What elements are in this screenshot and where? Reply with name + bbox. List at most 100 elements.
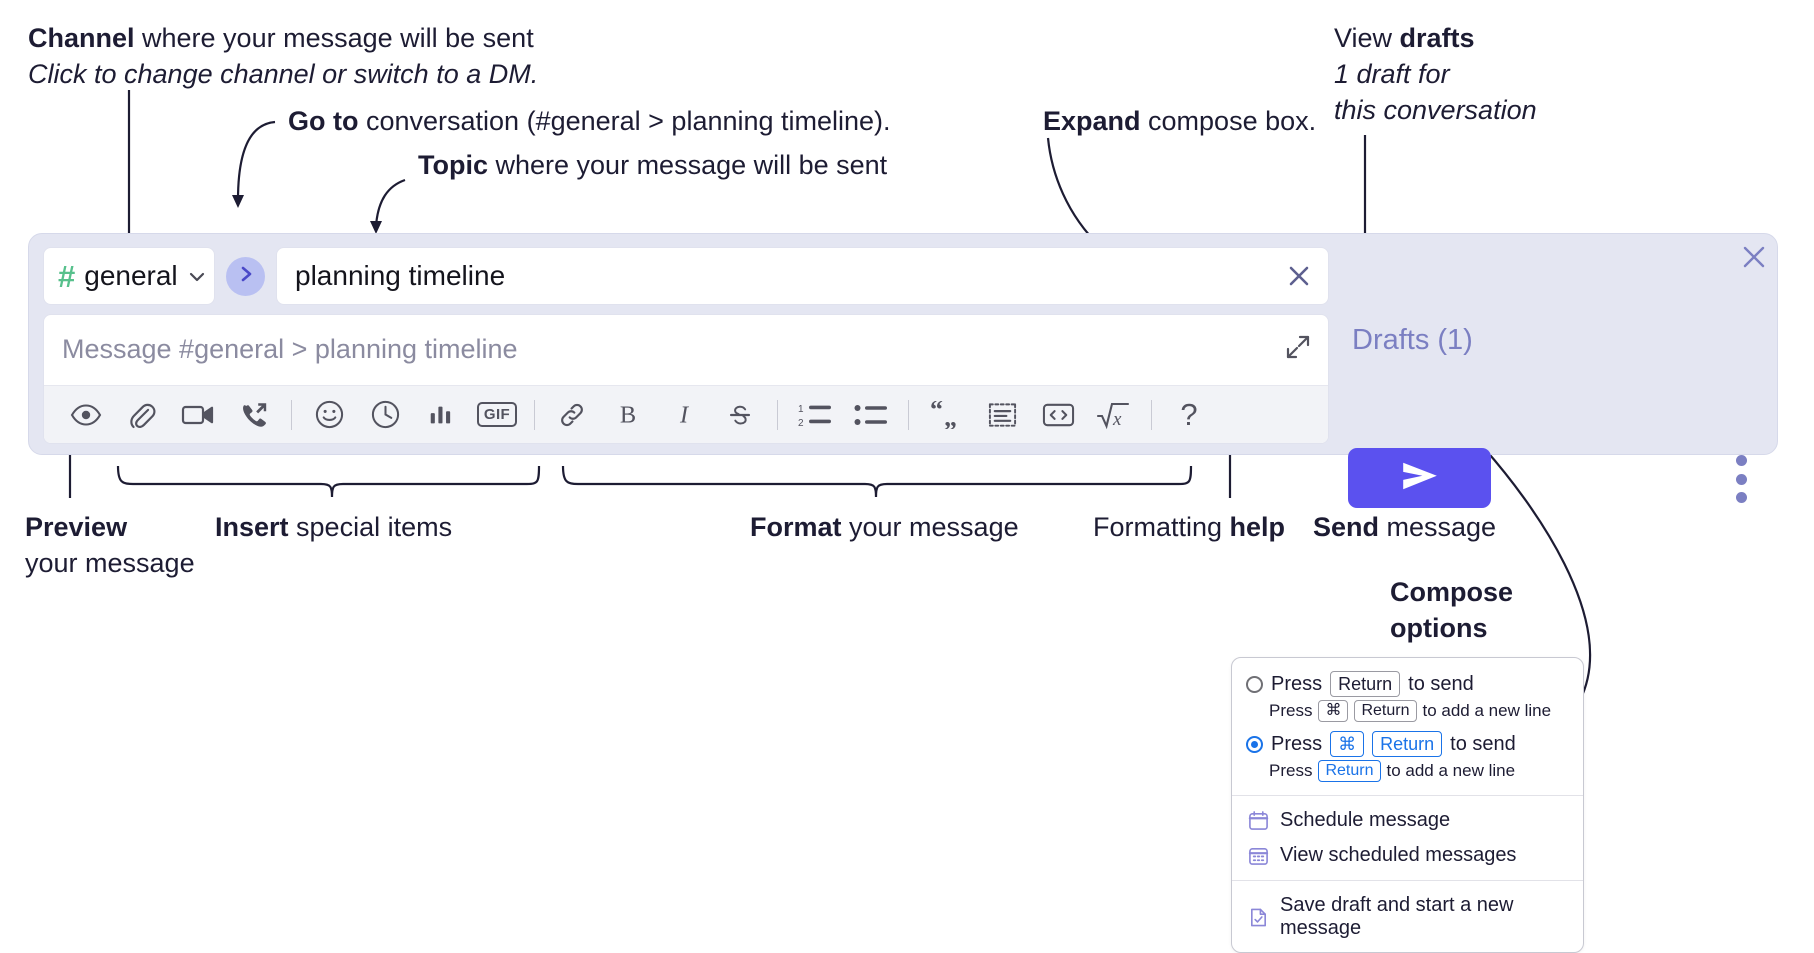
menu-item-label: Schedule message: [1280, 809, 1451, 831]
topic-input[interactable]: planning timeline: [276, 247, 1329, 305]
annotation-topic-rest: where your message will be sent: [488, 150, 888, 180]
annotation-help-lead: Formatting: [1093, 512, 1230, 542]
svg-text:„: „: [944, 403, 957, 429]
annotation-help: Formatting help: [1093, 509, 1285, 545]
annotation-channel-sub: Click to change channel or switch to a D…: [28, 59, 539, 89]
annotation-send-rest: message: [1379, 512, 1497, 542]
annotation-drafts-bold: drafts: [1399, 23, 1475, 53]
gif-label: GIF: [476, 402, 518, 427]
attachment-icon[interactable]: [114, 392, 170, 438]
menu-item-save-draft[interactable]: Save draft and start a new message: [1232, 888, 1583, 946]
option2-sub-press: Press: [1269, 761, 1313, 780]
annotation-goto: Go to conversation (#general > planning …: [288, 103, 891, 139]
menu-item-label: Save draft and start a new message: [1280, 894, 1514, 939]
math-icon[interactable]: x: [1086, 392, 1142, 438]
compose-editor-area: # general planning timeline: [43, 246, 1329, 444]
topic-value: planning timeline: [295, 260, 506, 291]
annotation-drafts: View drafts 1 draft for this conversatio…: [1334, 20, 1537, 128]
toolbar-separator: [291, 399, 292, 430]
gif-icon[interactable]: GIF: [469, 392, 525, 438]
save-draft-icon: [1248, 907, 1269, 928]
chevron-down-icon: [187, 267, 205, 285]
video-camera-icon[interactable]: [170, 392, 226, 438]
message-input[interactable]: Message #general > planning timeline: [43, 314, 1329, 444]
help-icon[interactable]: ?: [1161, 392, 1217, 438]
svg-text:B: B: [620, 401, 636, 428]
dot: [1735, 492, 1747, 503]
option1-tail: to send: [1408, 672, 1474, 695]
menu-item-schedule-message[interactable]: Schedule message: [1232, 803, 1583, 838]
annotation-format-bold: Format: [750, 512, 842, 542]
hash-icon: #: [58, 258, 76, 294]
menu-option-cmd-return-to-send[interactable]: Press ⌘ Return to send: [1232, 728, 1583, 757]
radio-selected-icon[interactable]: [1246, 735, 1263, 753]
code-block-icon[interactable]: [974, 392, 1030, 438]
blockquote-icon[interactable]: “„: [918, 392, 974, 438]
option2-key-cmd: ⌘: [1330, 731, 1365, 757]
bold-icon[interactable]: B: [600, 392, 656, 438]
radio-unselected-icon[interactable]: [1246, 675, 1263, 693]
annotation-drafts-lead: View: [1334, 23, 1400, 53]
option2-key-return: Return: [1372, 731, 1443, 757]
svg-text:x: x: [1112, 409, 1122, 430]
svg-text:2: 2: [798, 418, 804, 429]
annotation-preview-line2: your message: [25, 548, 195, 578]
clock-icon[interactable]: [357, 392, 413, 438]
annotation-drafts-sub1: 1 draft for: [1334, 59, 1450, 89]
menu-divider: [1232, 795, 1583, 796]
drafts-link[interactable]: Drafts (1): [1352, 324, 1473, 356]
message-placeholder: Message #general > planning timeline: [62, 334, 518, 364]
option1-key-return: Return: [1330, 671, 1401, 697]
menu-item-label: View scheduled messages: [1280, 844, 1517, 866]
link-icon[interactable]: [544, 392, 600, 438]
option1-press: Press: [1271, 672, 1323, 695]
option2-tail: to send: [1450, 732, 1516, 755]
annotation-topic: Topic where your message will be sent: [418, 147, 887, 183]
send-button[interactable]: [1348, 448, 1491, 508]
annotation-goto-rest: conversation (#general > planning timeli…: [358, 106, 891, 136]
annotation-expand-rest: compose box.: [1140, 106, 1317, 136]
dot: [1735, 455, 1747, 466]
option2-sub-tail: to add a new line: [1386, 761, 1516, 780]
menu-divider: [1232, 880, 1583, 881]
phone-forward-icon[interactable]: [226, 392, 282, 438]
option2-sub-key-return: Return: [1318, 760, 1381, 782]
calendar-clock-icon: [1248, 810, 1269, 831]
strikethrough-icon[interactable]: [712, 392, 768, 438]
option2-press: Press: [1271, 732, 1323, 755]
calendar-grid-icon: [1248, 845, 1269, 866]
svg-text:I: I: [679, 401, 690, 428]
annotation-channel: Channel where your message will be sent …: [28, 20, 538, 92]
code-icon[interactable]: [1030, 392, 1086, 438]
compose-options-button[interactable]: [1733, 455, 1749, 503]
goto-conversation-button[interactable]: [226, 256, 265, 296]
svg-text:“: “: [930, 401, 943, 424]
annotation-send: Send message: [1313, 509, 1496, 545]
channel-selector[interactable]: # general: [43, 247, 215, 305]
toolbar-separator: [534, 399, 535, 430]
dot: [1735, 473, 1747, 485]
annotation-preview: Preview your message: [25, 509, 195, 581]
menu-option-return-to-send[interactable]: Press Return to send: [1232, 668, 1583, 697]
poll-bar-chart-icon[interactable]: [413, 392, 469, 438]
menu-option1-subtext: Press ⌘ Return to add a new line: [1232, 697, 1583, 728]
close-icon[interactable]: [1738, 241, 1770, 273]
annotation-drafts-sub2: this conversation: [1334, 95, 1537, 125]
expand-icon[interactable]: [1284, 333, 1312, 361]
preview-icon[interactable]: [58, 392, 114, 438]
compose-box: # general planning timeline: [28, 233, 1778, 455]
annotation-format: Format your message: [750, 509, 1019, 545]
italic-icon[interactable]: I: [656, 392, 712, 438]
emoji-icon[interactable]: [301, 392, 357, 438]
menu-item-view-scheduled-messages[interactable]: View scheduled messages: [1232, 838, 1583, 873]
formatting-toolbar: GIF B I: [44, 385, 1328, 443]
bulleted-list-icon[interactable]: [843, 392, 899, 438]
toolbar-separator: [777, 399, 778, 430]
svg-text:1: 1: [798, 404, 804, 415]
chevron-right-icon: [236, 264, 256, 289]
annotation-expand-bold: Expand: [1043, 106, 1141, 136]
close-icon[interactable]: [1284, 261, 1314, 291]
annotation-insert-rest: special items: [288, 512, 453, 542]
